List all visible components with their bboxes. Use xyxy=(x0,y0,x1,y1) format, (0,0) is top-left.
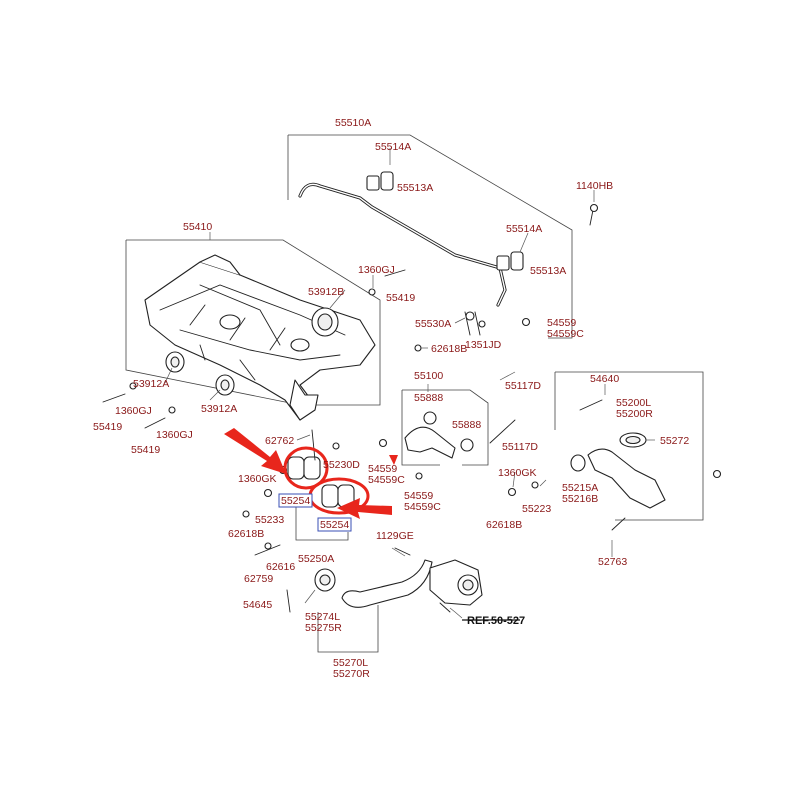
label-55410: 55410 xyxy=(183,221,212,233)
label-62759: 62759 xyxy=(244,573,273,585)
label-54645: 54645 xyxy=(243,599,272,611)
label-55215A: 55215A xyxy=(562,482,598,494)
label-55117D-top: 55117D xyxy=(505,380,541,392)
label-62618B-top: 62618B xyxy=(431,343,467,355)
leader-lines xyxy=(164,148,655,621)
label-55510A: 55510A xyxy=(335,117,371,129)
label-box-55254-b xyxy=(317,517,352,532)
label-55200L: 55200L xyxy=(616,397,651,409)
label-55117D-mid: 55117D xyxy=(502,441,538,453)
upper-arm-55100 xyxy=(378,411,516,480)
label-55419-top: 55419 xyxy=(386,292,415,304)
label-55888-a: 55888 xyxy=(414,392,443,404)
label-1360GK-right: 1360GK xyxy=(498,467,537,479)
highlight-arrow-upper xyxy=(224,428,286,474)
label-1360GJ-mid: 1360GJ xyxy=(156,429,193,441)
label-55270L: 55270L xyxy=(333,657,368,669)
part-labels: 55510A 55514A 55513A 1140HB 55514A 55513… xyxy=(93,117,689,680)
label-53912A-left: 53912A xyxy=(133,378,169,390)
label-55200R: 55200R xyxy=(616,408,653,420)
label-55514A-top: 55514A xyxy=(375,141,411,153)
label-54559-mid: 54559 xyxy=(368,463,397,475)
label-1129GE: 1129GE xyxy=(376,530,414,542)
label-55254-a: 55254 xyxy=(281,495,310,507)
label-55230D: 55230D xyxy=(323,459,360,471)
label-54559-low: 54559 xyxy=(404,490,433,502)
bushing-53912B xyxy=(311,307,339,337)
label-box-55254-a xyxy=(278,493,313,508)
lower-arm-55200 xyxy=(507,399,722,531)
label-55419-mid: 55419 xyxy=(131,444,160,456)
label-55530A: 55530A xyxy=(415,318,451,330)
bushing-55254-upper xyxy=(287,456,321,480)
bushing-55254-lower xyxy=(321,484,355,508)
stabilizer-group-box xyxy=(287,134,573,339)
label-62616: 62616 xyxy=(266,561,295,573)
bushing-53912A-mid xyxy=(215,374,235,396)
label-55272: 55272 xyxy=(660,435,689,447)
label-55514A-right: 55514A xyxy=(506,223,542,235)
label-55513A-right: 55513A xyxy=(530,265,566,277)
label-62618B-right: 62618B xyxy=(486,519,522,531)
label-53912A-mid: 53912A xyxy=(201,403,237,415)
label-55223: 55223 xyxy=(522,503,551,515)
highlight-annotations xyxy=(224,428,398,519)
label-52763: 52763 xyxy=(598,556,627,568)
label-55216B: 55216B xyxy=(562,493,598,505)
trailing-arm-bracket xyxy=(317,605,379,653)
highlight-arrow-lower xyxy=(337,498,392,519)
label-54559C-top: 54559C xyxy=(547,328,584,340)
bushing-53912A-left xyxy=(165,351,185,373)
bolts-crossmember xyxy=(102,269,422,429)
label-55274L: 55274L xyxy=(305,611,340,623)
label-53912B: 53912B xyxy=(308,286,344,298)
upper-arm-group-box xyxy=(401,389,489,466)
rear-crossmember xyxy=(144,254,376,421)
label-54640: 54640 xyxy=(590,373,619,385)
small-red-arrow xyxy=(389,455,398,465)
label-62618B-left: 62618B xyxy=(228,528,264,540)
label-1360GK-left: 1360GK xyxy=(238,473,277,485)
label-55275R: 55275R xyxy=(305,622,342,634)
label-55888-b: 55888 xyxy=(452,419,481,431)
lower-arm-group-box xyxy=(554,371,704,521)
highlight-circle-upper xyxy=(283,446,329,490)
label-55254-b: 55254 xyxy=(320,519,349,531)
stabilizer-bar xyxy=(298,171,599,336)
label-55233: 55233 xyxy=(255,514,284,526)
label-62762: 62762 xyxy=(265,435,294,447)
label-55100: 55100 xyxy=(414,370,443,382)
trailing-arm xyxy=(314,547,433,608)
label-55419-left: 55419 xyxy=(93,421,122,433)
reference-label: REF.50-527 xyxy=(467,615,525,627)
label-55250A: 55250A xyxy=(298,553,334,565)
label-1351JD: 1351JD xyxy=(465,339,502,351)
label-1140HB: 1140HB xyxy=(576,180,613,192)
crossmember-group-box xyxy=(125,239,381,406)
rear-knuckle xyxy=(429,559,483,613)
label-1360GJ-left: 1360GJ xyxy=(115,405,152,417)
label-55270R: 55270R xyxy=(333,668,370,680)
label-1360GJ-top: 1360GJ xyxy=(358,264,395,276)
label-54559C-low: 54559C xyxy=(404,501,441,513)
label-55513A-top: 55513A xyxy=(397,182,433,194)
label-54559-top: 54559 xyxy=(547,317,576,329)
label-54559C-mid: 54559C xyxy=(368,474,405,486)
bushing-bracket xyxy=(295,507,349,541)
